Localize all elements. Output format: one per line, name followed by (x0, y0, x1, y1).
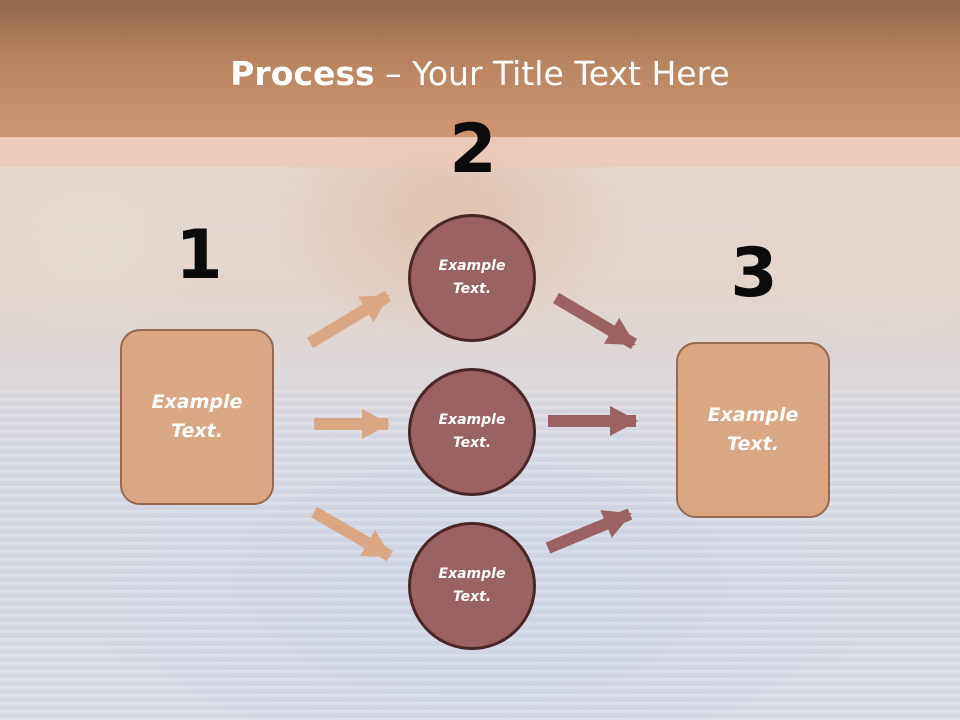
arrow-box-to-circle-bottom (310, 506, 394, 562)
process-circle-middle-text: Example Text. (438, 412, 506, 451)
step-number-2: 2 (449, 110, 497, 189)
process-box-left: Example Text. (120, 329, 274, 505)
arrow-circle-bottom-to-box (545, 508, 633, 554)
slide-title-rest: – Your Title Text Here (374, 54, 730, 93)
header-accent-band (0, 137, 960, 167)
process-box-left-text: Example Text. (151, 391, 243, 442)
process-box-right-text: Example Text. (707, 404, 799, 455)
slide-title-bold: Process (230, 54, 375, 93)
process-circle-middle: Example Text. (408, 368, 536, 496)
step-number-3: 3 (730, 234, 778, 313)
arrow-box-to-circle-top (306, 290, 392, 349)
process-circle-top-text: Example Text. (438, 258, 506, 297)
step-number-1: 1 (175, 216, 223, 295)
process-circle-bottom-text: Example Text. (438, 566, 506, 605)
arrow-circle-top-to-box (552, 292, 638, 350)
title-header-bar (0, 0, 960, 137)
slide-title: Process – Your Title Text Here (0, 52, 960, 96)
process-circle-top: Example Text. (408, 214, 536, 342)
process-box-right: Example Text. (676, 342, 830, 518)
process-circle-bottom: Example Text. (408, 522, 536, 650)
